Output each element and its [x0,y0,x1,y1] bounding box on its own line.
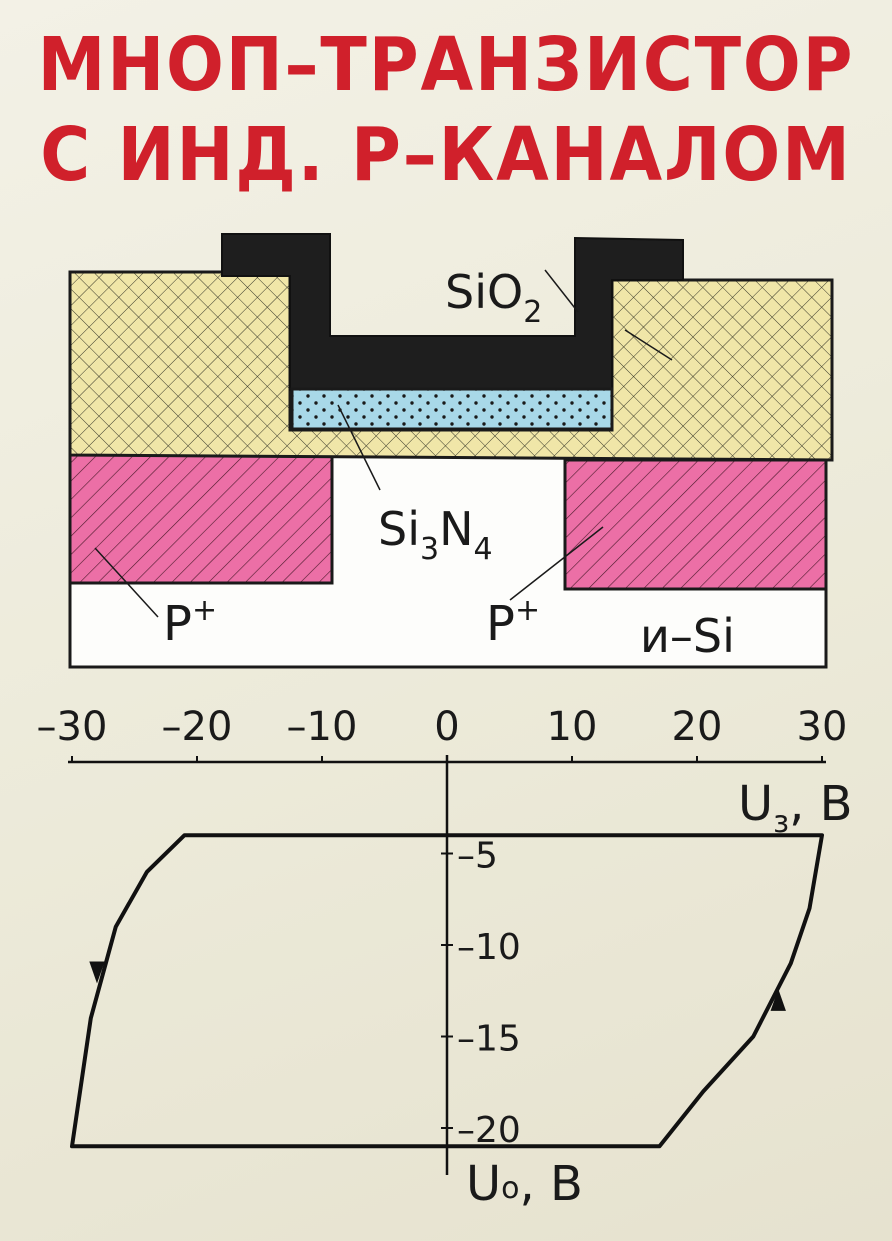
chart-axes [68,755,826,1175]
x-tick-label: –30 [37,704,108,750]
label-si3n4: Si3N4 [378,502,493,567]
leader-sio2-right [624,329,673,361]
y-tick-label: –5 [457,836,498,877]
label-substrate: и–Si [640,609,735,663]
y-tick-label: –20 [457,1110,521,1151]
x-tick-label: 10 [547,704,598,750]
leader-p-right [509,526,604,601]
x-tick-label: 30 [797,704,848,750]
y-tick-label: –10 [457,927,521,968]
x-axis-ticks: –30 –20 –10 0 10 20 30 [37,704,848,762]
leader-si3n4 [337,404,381,491]
leader-sio2-left [544,269,579,313]
x-tick-label: –10 [287,704,358,750]
y-axis-ticks: –5 –10 –15 –20 [441,836,521,1151]
x-axis-label: Uз, B [738,776,853,840]
hysteresis-chart: –30 –20 –10 0 10 20 30 –5 –10 –15 –20 Uз, B Uо, B [37,704,853,1212]
x-tick-label: 20 [672,704,723,750]
hysteresis-loop [70,833,824,1149]
poster-title-line-2: С ИНД. Р–КАНАЛОМ [40,112,852,198]
x-tick-label: –20 [162,704,233,750]
poster-title-line-1: МНОП–ТРАНЗИСТОР [37,22,855,108]
gate-electrode [221,233,684,391]
label-sio2: SiO2 [445,265,542,330]
y-axis-label: Uо, B [466,1156,583,1212]
direction-arrow-down [89,961,105,984]
direction-arrow-up [770,988,786,1011]
label-p-plus-left: P+ [163,593,217,652]
direction-arrows [89,961,786,1011]
label-p-plus-right: P+ [486,593,540,652]
transistor-cross-section: SiO2 Si3N4 P+ P+ и–Si [68,233,834,669]
y-tick-label: –15 [457,1019,521,1060]
p-region-left [68,453,334,585]
leader-p-left [94,547,159,618]
nitride-layer [290,387,614,431]
x-tick-label: 0 [434,704,459,750]
p-region-right [563,458,828,591]
